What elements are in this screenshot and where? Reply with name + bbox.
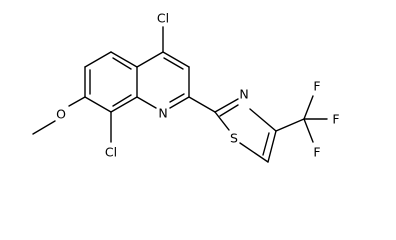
bond — [84, 51, 112, 68]
bond — [214, 111, 230, 131]
bond — [303, 95, 314, 120]
bond — [68, 96, 86, 107]
fluorine-bottom-label: F — [313, 145, 320, 160]
bond — [136, 51, 164, 68]
thiazole-sulfur-label: S — [230, 131, 238, 146]
bond — [188, 96, 216, 113]
bond — [136, 96, 157, 109]
bond — [214, 98, 239, 113]
benzo-ring — [84, 51, 138, 113]
fluorine-right-label: F — [332, 112, 339, 127]
bond — [110, 96, 138, 113]
substituent-bonds — [32, 26, 164, 143]
double-bond-line — [169, 93, 185, 103]
cf3-group — [275, 95, 328, 143]
chlorine-bottom-label: Cl — [105, 145, 117, 160]
bond — [249, 108, 277, 132]
bond — [110, 51, 138, 68]
bond — [267, 130, 277, 163]
double-bond-line — [262, 132, 270, 156]
bond — [84, 96, 112, 113]
bond — [239, 142, 269, 163]
fluorine-top-label: F — [313, 79, 320, 94]
double-bond-line — [112, 57, 132, 70]
bond — [275, 118, 305, 132]
thiazole-ring — [214, 98, 277, 163]
pyridine-ring — [136, 51, 190, 109]
structure-diagram: Cl Cl O N N S F F F — [32, 11, 340, 163]
bond — [303, 118, 314, 143]
thiazole-nitrogen-label: N — [239, 87, 248, 102]
double-bond-line — [112, 94, 132, 107]
methoxy-oxygen-label: O — [56, 107, 66, 122]
double-bond-line — [163, 57, 184, 70]
double-bond-line — [219, 104, 239, 117]
chlorine-top-label: Cl — [157, 11, 169, 26]
quinoline-nitrogen-label: N — [158, 106, 167, 121]
bond — [162, 51, 190, 68]
bond — [32, 120, 56, 135]
bond — [169, 96, 190, 109]
